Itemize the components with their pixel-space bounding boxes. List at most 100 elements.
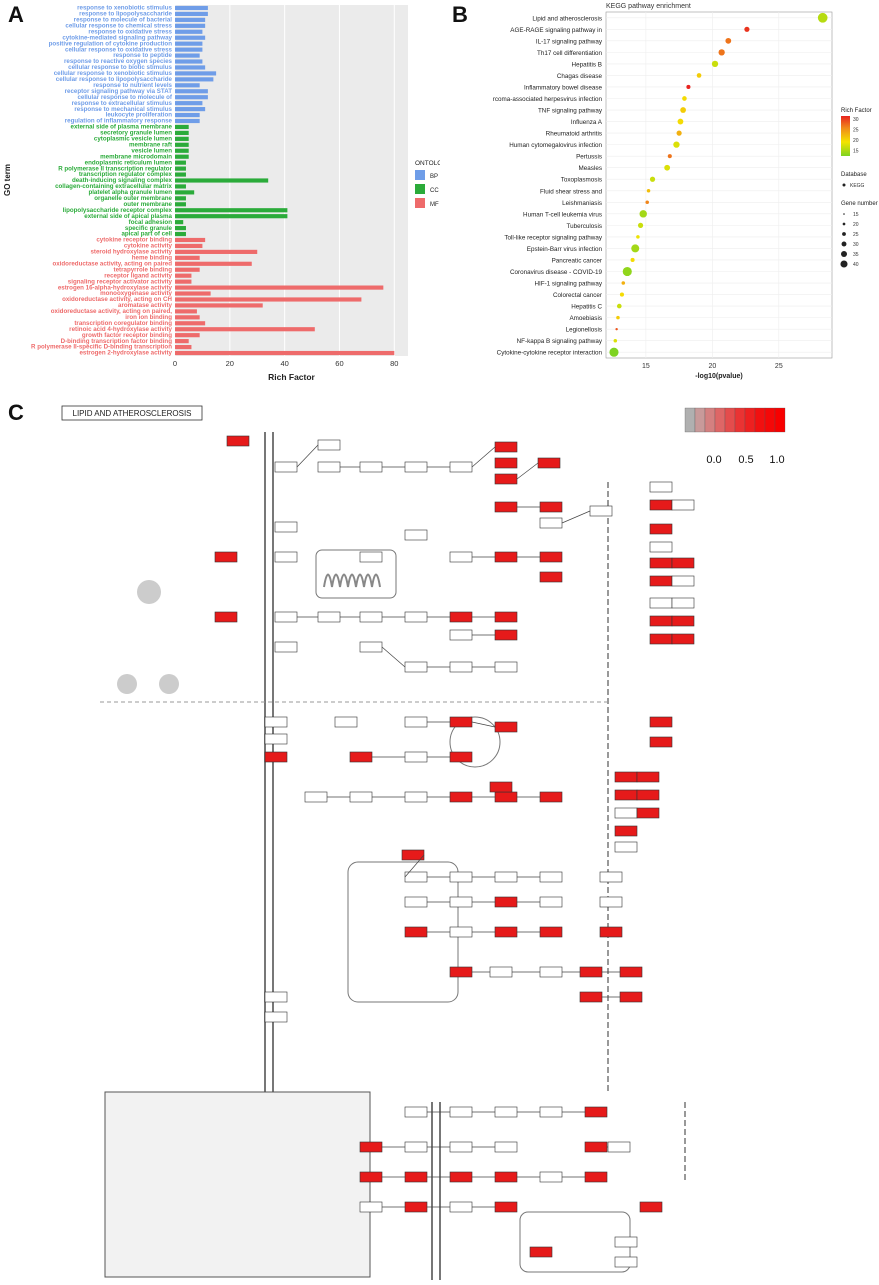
gene-box — [264, 716, 288, 728]
category-label: response to xenobiotic stimulus — [77, 5, 172, 12]
pathway-label: Amoebiasis — [569, 315, 602, 322]
gene-box — [494, 629, 518, 641]
bar — [175, 71, 217, 76]
scale-segment — [754, 407, 766, 433]
legend-entry: CC — [430, 188, 439, 194]
gene-box — [359, 611, 383, 623]
connector — [561, 510, 591, 524]
gene-box — [214, 551, 238, 563]
category-label: response to oxidative stress — [88, 28, 172, 35]
gene-box — [449, 1106, 473, 1118]
category-label: cellular response to lipopolysaccharide — [56, 76, 173, 83]
gene-box — [274, 521, 298, 533]
data-point — [616, 303, 622, 309]
bar — [175, 231, 186, 237]
x-tick-label: 25 — [775, 363, 783, 370]
data-point — [622, 266, 632, 277]
pathway-label: Toxoplasmosis — [561, 177, 602, 184]
bar — [175, 130, 189, 135]
size-legend-entry: 35 — [853, 252, 859, 258]
gene-box — [494, 661, 518, 673]
gene-box — [649, 615, 673, 627]
bar — [175, 136, 189, 141]
color-legend-tick: 20 — [853, 138, 859, 144]
gene-box — [404, 661, 428, 673]
gene-box — [274, 461, 298, 473]
category-label: receptor ligand activity — [104, 272, 172, 279]
gene-box — [529, 1246, 553, 1258]
category-label: oxidoreductase activity, acting on paire… — [52, 260, 172, 267]
x-tick-label: 0 — [173, 359, 177, 368]
data-point — [696, 73, 702, 78]
gene-box — [359, 551, 383, 563]
gene-box — [584, 1141, 608, 1153]
category-label: death-inducing signaling complex — [72, 177, 173, 184]
bar — [175, 297, 362, 302]
category-label: iron ion binding — [125, 314, 172, 321]
bar — [175, 273, 192, 278]
pathway-label: AGE-RAGE signaling pathway in — [510, 27, 602, 34]
category-label: monooxygenase activity — [100, 290, 172, 297]
bar — [175, 107, 206, 112]
bar — [175, 83, 200, 88]
gene-box — [539, 966, 563, 978]
gene-box — [649, 716, 673, 728]
gene-box — [671, 633, 695, 645]
gene-box — [636, 789, 660, 801]
gene-box — [584, 1171, 608, 1183]
gene-box — [494, 1201, 518, 1213]
gene-box — [539, 551, 563, 563]
category-label: collagen-containing extracellular matrix — [55, 183, 172, 190]
gene-box — [449, 926, 473, 938]
bar — [175, 267, 200, 272]
pathway-label: HIF-1 signaling pathway — [534, 281, 602, 288]
x-tick-label: 20 — [226, 359, 234, 368]
gene-box — [619, 991, 643, 1003]
scale-tick-1: 0.5 — [738, 454, 753, 466]
gene-box — [404, 1171, 428, 1183]
bar — [175, 249, 258, 254]
category-label: outer membrane — [124, 201, 173, 208]
pathway-label: Th17 cell differentiation — [537, 50, 602, 57]
category-label: response to reactive oxygen species — [64, 58, 173, 65]
gene-box — [264, 1011, 288, 1023]
gene-box — [494, 501, 518, 513]
data-point — [680, 107, 686, 113]
x-tick-label: 20 — [708, 363, 716, 370]
pathway-label: Rheumatoid arthritis — [546, 131, 602, 138]
category-label: cellular response to xenobiotic stimulus — [54, 70, 173, 77]
gene-box — [539, 871, 563, 883]
pathway-label: Lipid and atherosclerosis — [532, 15, 602, 22]
category-label: membrane raft — [129, 141, 172, 148]
x-tick-label: 80 — [390, 359, 398, 368]
data-point — [677, 118, 684, 125]
gene-box — [649, 597, 673, 609]
scale-segment — [744, 407, 756, 433]
pathway-label: Chagas disease — [557, 73, 603, 80]
bar — [175, 17, 206, 22]
scale-segment — [774, 407, 786, 433]
gene-box — [317, 461, 341, 473]
gene-box — [636, 771, 660, 783]
category-label: external side of apical plasma — [84, 213, 172, 220]
pathway-label: Influenza A — [571, 119, 603, 126]
scale-segment — [734, 407, 746, 433]
gene-box — [494, 1141, 518, 1153]
category-label: response to mechanical stimulus — [74, 106, 172, 113]
bar — [175, 35, 206, 40]
x-tick-label: 15 — [642, 363, 650, 370]
gene-box — [494, 896, 518, 908]
gene-box — [349, 791, 373, 803]
pathway-map: LIPID AND ATHEROSCLEROSIS 0.0 0.5 1.0 — [60, 402, 875, 1280]
gene-box — [607, 1141, 631, 1153]
data-point — [676, 130, 682, 136]
bar — [175, 237, 206, 243]
gene-box — [614, 1236, 638, 1248]
size-legend-entry: 30 — [853, 242, 859, 248]
pathway-label: Pertussis — [576, 154, 602, 161]
legend-swatch — [415, 184, 425, 194]
color-scale — [684, 407, 786, 433]
category-label: focal adhesion — [129, 219, 173, 226]
gene-box — [304, 791, 328, 803]
lower-mitochondria-box — [519, 1211, 631, 1273]
